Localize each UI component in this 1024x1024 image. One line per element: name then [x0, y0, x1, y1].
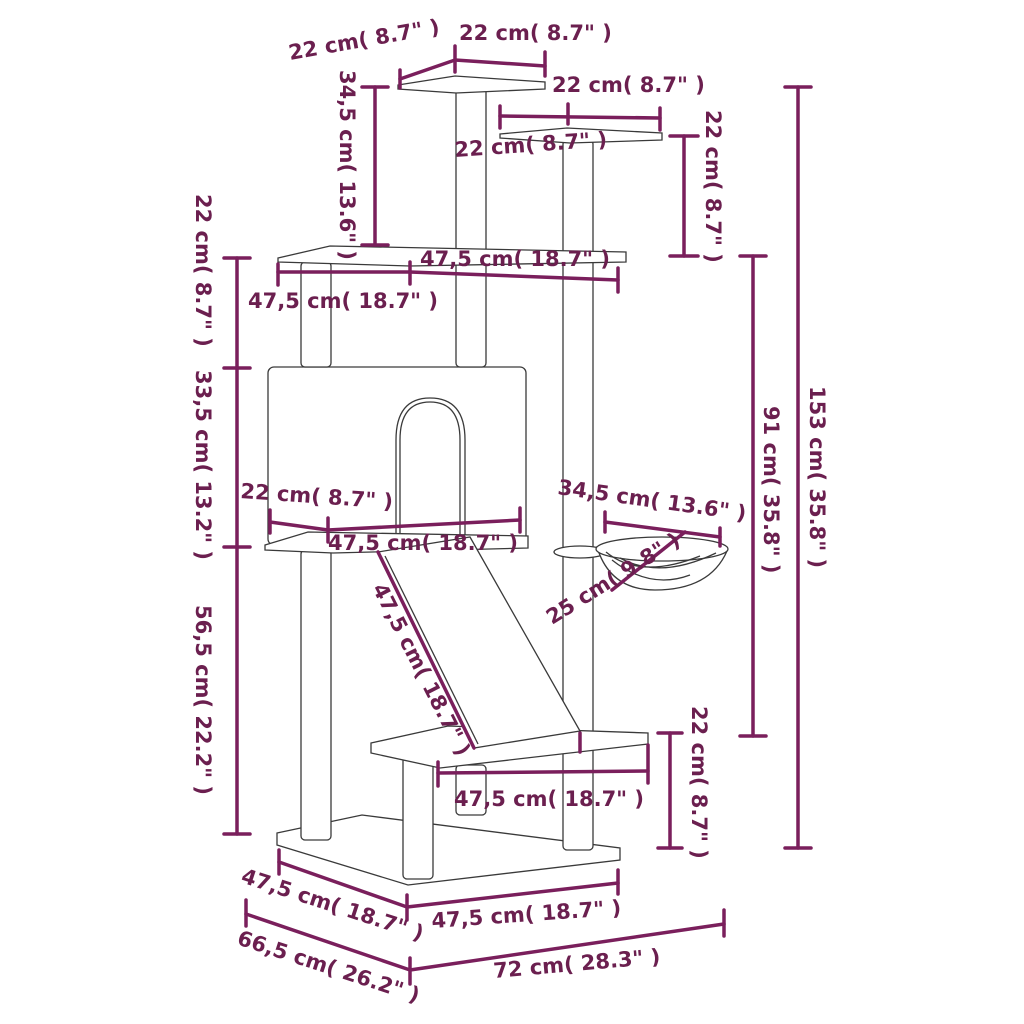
- label-top-perch-width: 22 cm( 8.7" ): [459, 21, 612, 45]
- house-opening: [395, 397, 466, 541]
- top-perch: [397, 75, 546, 94]
- label-platform-upper-width: 47,5 cm( 18.7" ): [420, 247, 610, 271]
- label-right-perch-depth: 22 cm( 8.7" ): [701, 110, 725, 263]
- base-board: [276, 814, 621, 886]
- house-opening-inner: [399, 401, 461, 540]
- dimension-lines: [222, 44, 813, 986]
- label-footprint-width: 72 cm( 28.3" ): [492, 944, 661, 983]
- label-upper-left-gap: 22 cm( 8.7" ): [191, 194, 215, 347]
- label-top-post-height: 34,5 cm( 13.6" ): [335, 70, 359, 260]
- label-house-height: 33,5 cm( 13.2" ): [191, 370, 215, 560]
- label-right-mid-height: 91 cm( 35.8" ): [759, 406, 783, 573]
- post-left-lower: [300, 549, 332, 841]
- label-house-width: 47,5 cm( 18.7" ): [328, 531, 518, 555]
- basket: [553, 536, 729, 591]
- post-upper-center: [455, 86, 487, 368]
- post-step-left: [402, 756, 434, 880]
- label-platform-upper-depth: 47,5 cm( 18.7" ): [248, 289, 438, 313]
- label-step-height: 22 cm( 8.7" ): [687, 706, 711, 859]
- label-lower-left-height: 56,5 cm( 22.2" ): [191, 605, 215, 795]
- label-total-height: 153 cm( 35.8" ): [805, 386, 829, 568]
- label-top-perch-depth: 22 cm( 8.7" ): [287, 15, 442, 65]
- right-perch: [499, 127, 663, 144]
- upper-platform: [277, 245, 627, 267]
- ramp-edge: [384, 555, 479, 745]
- post-upper-left: [300, 261, 332, 368]
- cat-tree-illustration: [264, 75, 729, 886]
- label-right-perch-width: 22 cm( 8.7" ): [552, 73, 705, 97]
- label-footprint-depth: 66,5 cm( 26.2" ): [234, 926, 422, 1008]
- label-step-width: 47,5 cm( 18.7" ): [454, 787, 644, 811]
